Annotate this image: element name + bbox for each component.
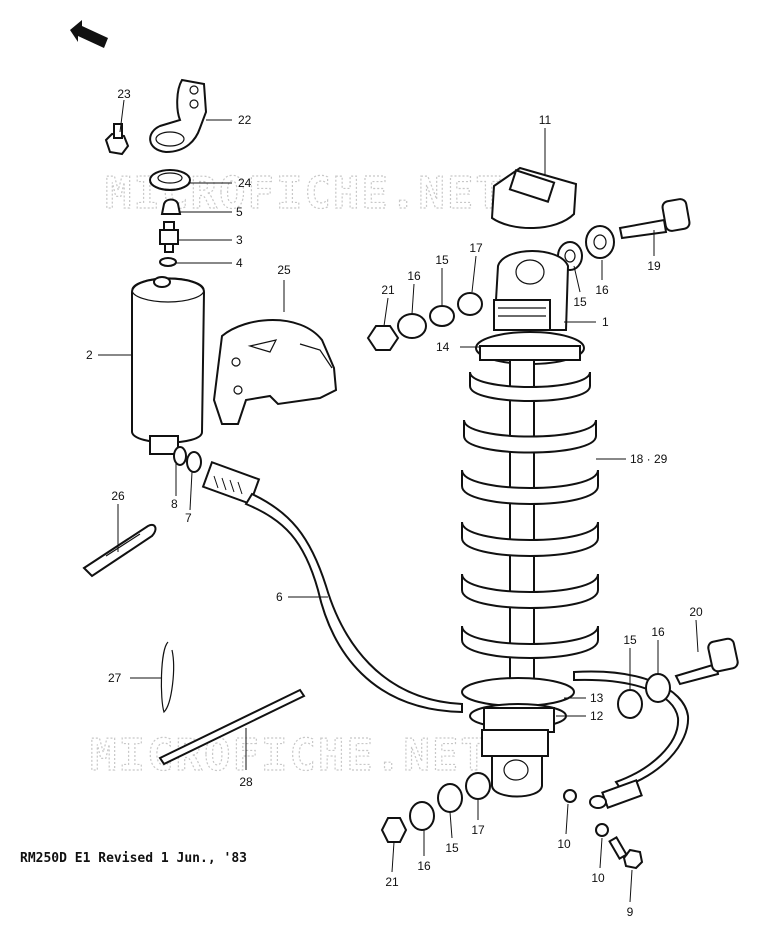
collar-17-upper <box>457 292 483 316</box>
callout-2: 2 <box>86 348 93 362</box>
washer-7 <box>186 451 202 473</box>
grommet-24 <box>149 169 191 191</box>
clip-27 <box>160 641 175 714</box>
callout-15-upper-left: 15 <box>435 253 449 267</box>
callout-7: 7 <box>185 511 192 525</box>
callout-16-upper-right: 16 <box>595 283 609 297</box>
reservoir-2 <box>131 276 206 455</box>
callout-26: 26 <box>111 489 125 503</box>
watermark-bottom: MICROFICHE.NET <box>90 730 489 781</box>
valve-3 <box>159 221 179 253</box>
bracket-22 <box>149 78 208 154</box>
strap-26 <box>82 524 157 578</box>
callout-21-upper: 21 <box>381 283 395 297</box>
callout-19: 19 <box>647 259 661 273</box>
callout-16-lower-left: 16 <box>417 859 431 873</box>
line-fitting <box>601 779 643 809</box>
washer-10-upper <box>563 789 577 803</box>
washer-15-lower-left <box>437 783 463 813</box>
front-arrow-icon <box>70 20 108 48</box>
callout-21-lower: 21 <box>385 875 399 889</box>
callout-8: 8 <box>171 497 178 511</box>
callout-10-lower: 10 <box>591 871 605 885</box>
collar-17-lower <box>465 772 491 800</box>
callout-9: 9 <box>627 905 634 919</box>
callout-6: 6 <box>276 590 283 604</box>
spring-18-29 <box>461 359 599 681</box>
callout-22: 22 <box>238 113 252 127</box>
callout-1: 1 <box>602 315 609 329</box>
callout-24: 24 <box>238 176 252 190</box>
leader-lines <box>98 99 699 903</box>
callout-15-upper-right: 15 <box>573 295 587 309</box>
callout-20: 20 <box>689 605 703 619</box>
shock-top-eye-1 <box>493 250 570 331</box>
cable-tie-28 <box>158 688 306 766</box>
callout-15-lower-left: 15 <box>445 841 459 855</box>
clamp-25 <box>212 319 338 425</box>
callout-13: 13 <box>590 691 604 705</box>
callout-14: 14 <box>436 340 450 354</box>
bushing-16-upper-right <box>585 225 615 259</box>
washer-15-upper-left <box>429 305 455 327</box>
bushing-16-upper-left <box>397 313 427 339</box>
callout-labels: 23 22 24 5 3 4 2 8 7 25 26 27 28 6 11 19… <box>86 87 703 919</box>
lock-ring-12 <box>469 703 567 733</box>
bolt-19 <box>618 198 691 240</box>
nut-21-upper <box>366 325 400 351</box>
bolt-9 <box>608 835 644 870</box>
nut-21-lower <box>380 817 408 843</box>
callout-28: 28 <box>239 775 253 789</box>
callout-17-lower: 17 <box>471 823 485 837</box>
line-fitting-end <box>589 795 607 809</box>
callout-25: 25 <box>277 263 291 277</box>
callout-17-upper: 17 <box>469 241 483 255</box>
hose-6 <box>201 460 463 714</box>
callout-11: 11 <box>539 113 552 127</box>
washer-10-lower <box>595 823 609 837</box>
callout-23: 23 <box>117 87 131 101</box>
shock-lower-body <box>481 729 549 798</box>
callout-12: 12 <box>590 709 604 723</box>
adjuster-ring-13 <box>461 677 575 707</box>
bolt-20 <box>674 637 739 686</box>
spring-seat-14 <box>475 331 585 365</box>
callout-4: 4 <box>236 256 243 270</box>
bushing-16-lower-left <box>409 801 435 831</box>
callout-5: 5 <box>236 205 243 219</box>
callout-16-lower-right: 16 <box>651 625 665 639</box>
callout-16-upper-left: 16 <box>407 269 421 283</box>
washer-15-lower-right <box>617 689 643 719</box>
bushing-16-lower-right <box>645 673 671 703</box>
o-ring-4 <box>159 257 177 267</box>
bolt-23 <box>104 123 130 156</box>
callout-3: 3 <box>236 233 243 247</box>
washer-8 <box>173 446 187 466</box>
cover-11 <box>490 166 578 229</box>
callout-15-lower-right: 15 <box>623 633 637 647</box>
callout-10-upper: 10 <box>557 837 571 851</box>
reservoir-line <box>573 670 690 790</box>
footer-revision-text: RM250D E1 Revised 1 Jun., '83 <box>20 851 247 866</box>
callout-18-29: 18 · 29 <box>630 452 668 466</box>
cap-5 <box>160 198 182 215</box>
callout-27: 27 <box>108 671 122 685</box>
